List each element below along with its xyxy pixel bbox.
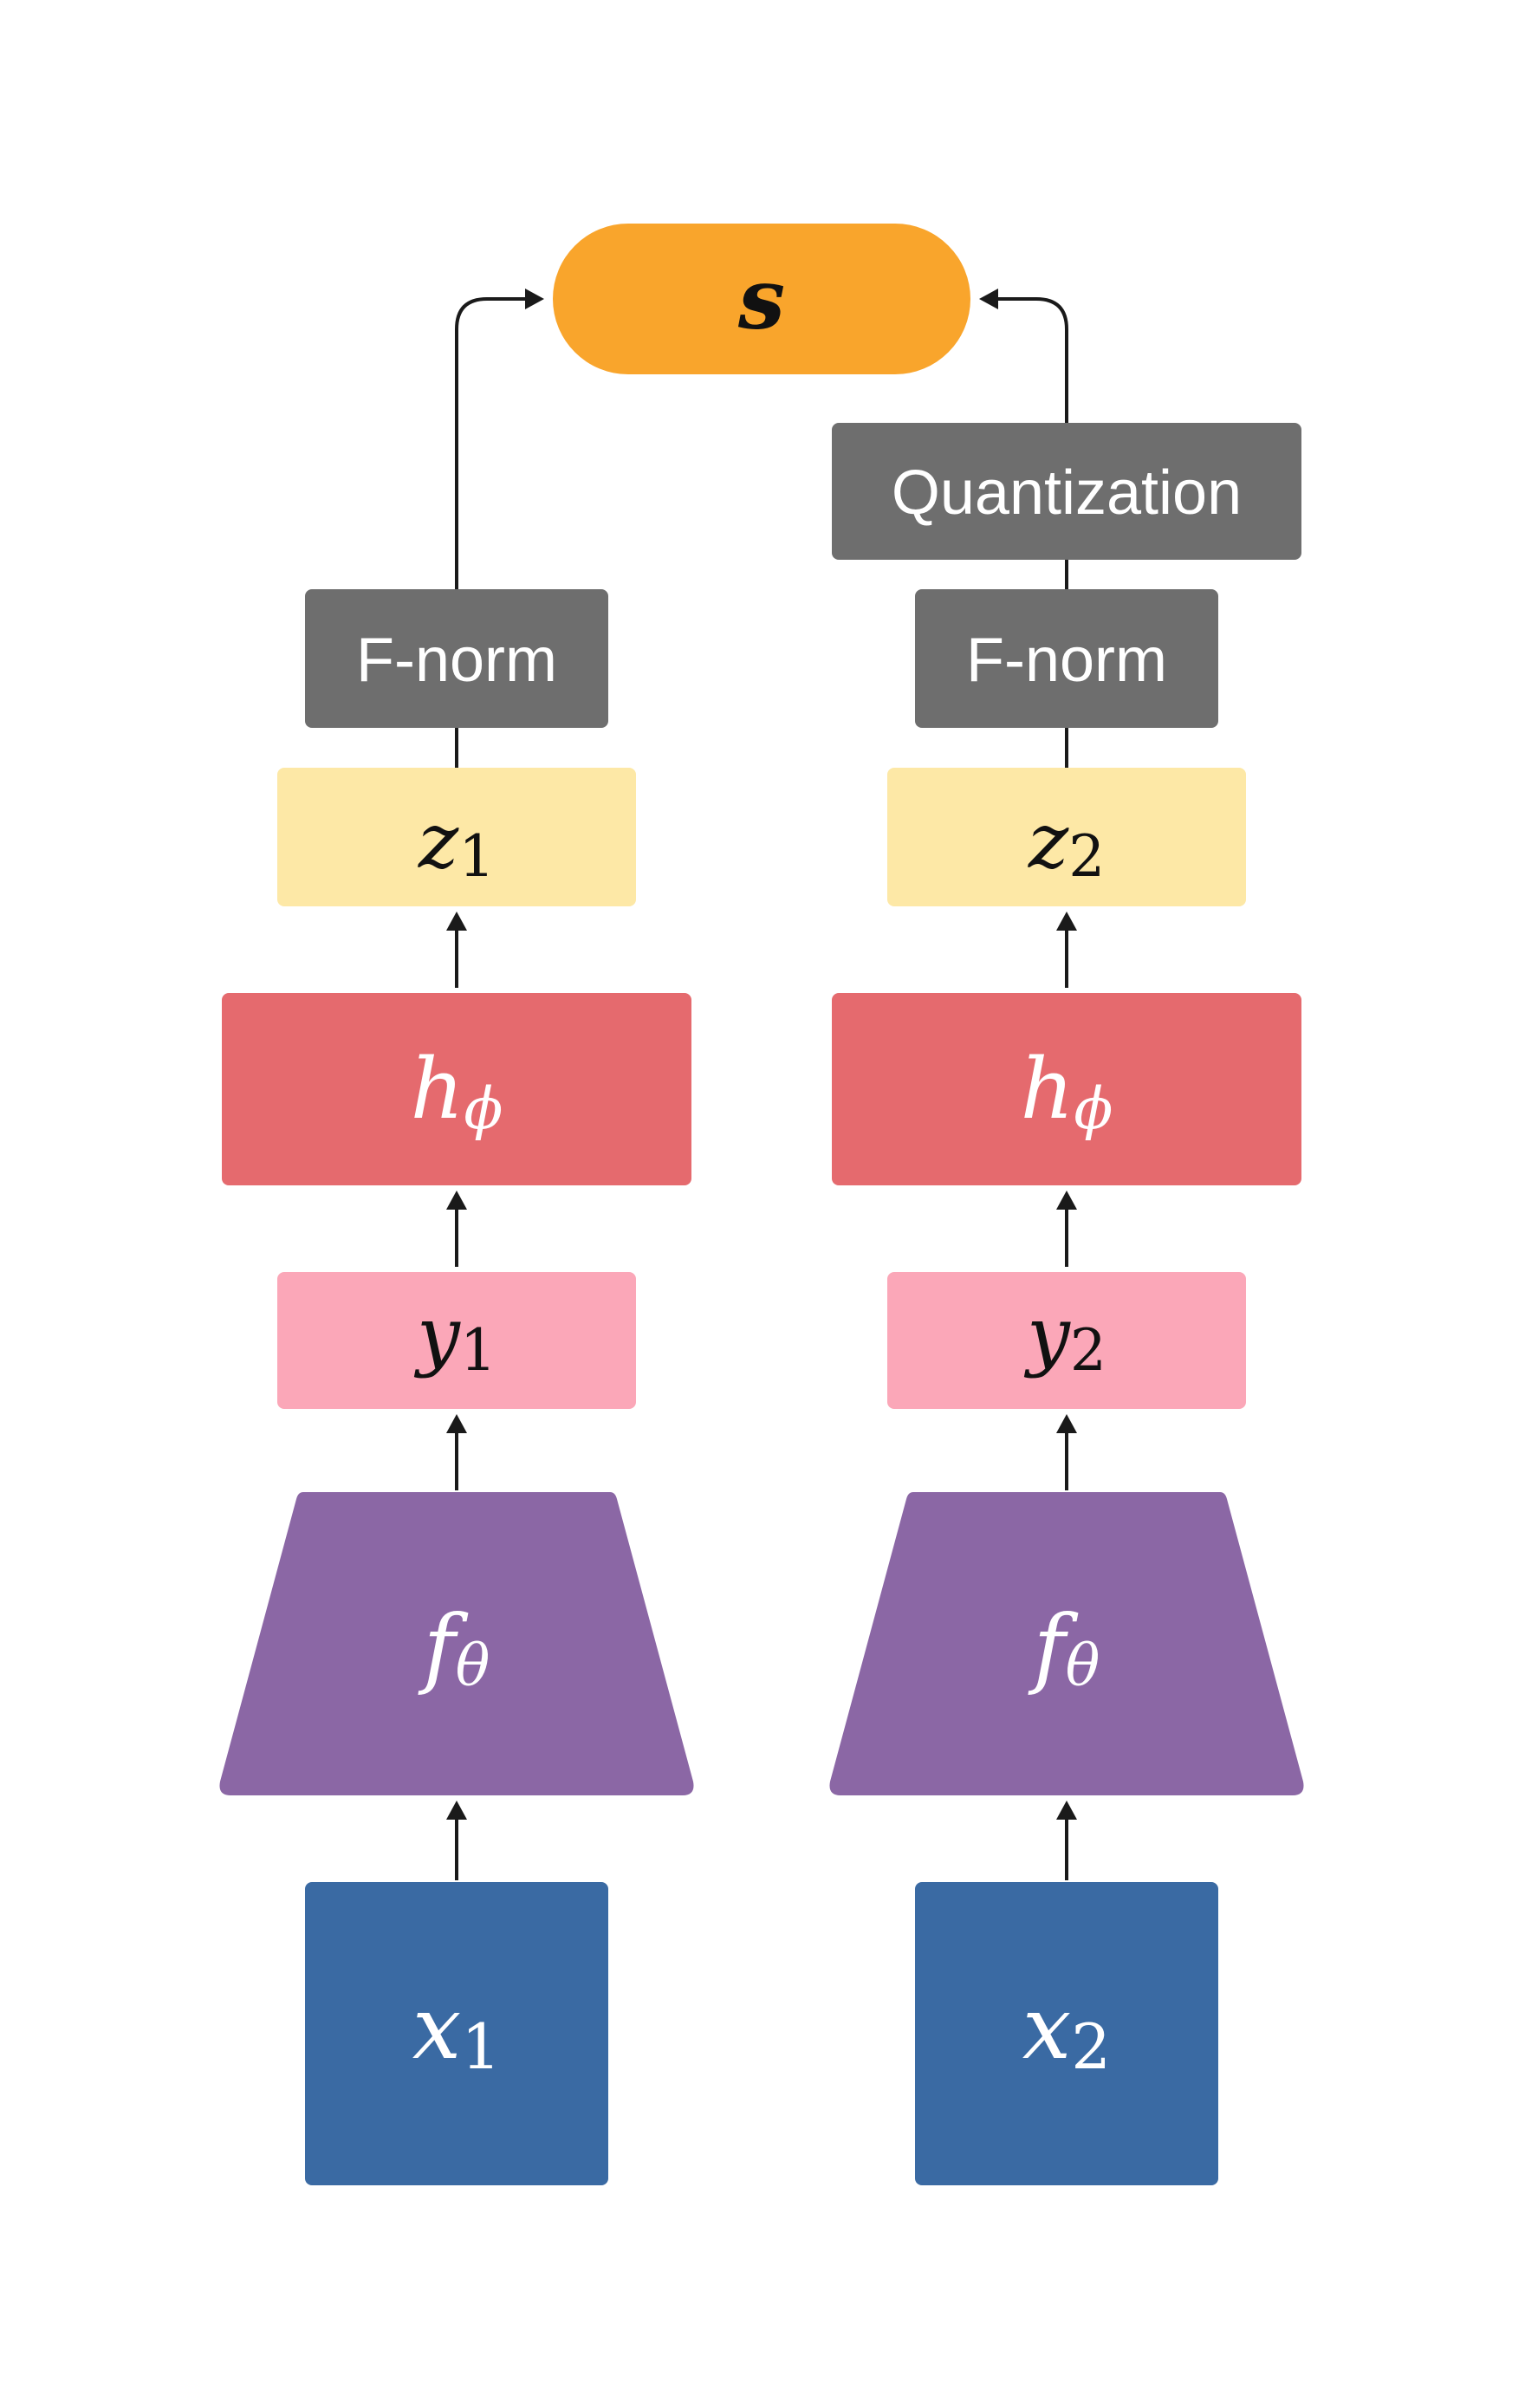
left-fnorm-label: F-norm: [356, 626, 557, 695]
output-node: s: [553, 224, 970, 374]
right-quantization-label: Quantization: [892, 458, 1242, 528]
arrow-left-to-output: [455, 297, 527, 589]
left-encoder-trapezoid: [219, 1492, 694, 1795]
right-fnorm-box: [915, 589, 1218, 728]
arrowhead: [1056, 912, 1077, 931]
right-input-label: x2: [1022, 1977, 1111, 2084]
right-feature-box: [887, 1272, 1246, 1409]
left-projector-label: hϕ: [411, 1041, 503, 1142]
left-input-label: x1: [412, 1977, 501, 2084]
output-pill: [553, 224, 970, 374]
connectors: [446, 289, 1077, 1880]
right-fnorm-label: F-norm: [966, 626, 1167, 695]
left-feature-label: y1: [413, 1290, 496, 1384]
arrowhead: [446, 912, 467, 931]
arrowhead: [1056, 1414, 1077, 1433]
right-input-box: [915, 1882, 1218, 2185]
left-projector-box: [222, 993, 691, 1185]
arrowhead: [446, 1414, 467, 1433]
right-embedding-box: [887, 768, 1246, 906]
right-feature-label: y2: [1023, 1290, 1106, 1384]
arrowhead: [979, 289, 998, 309]
output-symbol: s: [737, 250, 785, 348]
arrowhead: [1056, 1191, 1077, 1210]
left-embedding-label: z1: [418, 796, 495, 890]
left-embedding-box: [277, 768, 636, 906]
left-fnorm-box: [305, 589, 608, 728]
right-embedding-label: z2: [1028, 796, 1105, 890]
left-feature-box: [277, 1272, 636, 1409]
left-branch: F-norm z1 hϕ y1 fθ x1: [219, 589, 694, 2185]
right-branch: Quantization F-norm z2 hϕ y2 fθ x2: [829, 423, 1304, 2185]
arrowhead: [1056, 1801, 1077, 1820]
left-input-box: [305, 1882, 608, 2185]
right-projector-label: hϕ: [1021, 1041, 1113, 1142]
right-encoder-trapezoid: [829, 1492, 1304, 1795]
arrowhead: [525, 289, 544, 309]
right-quantization-box: [832, 423, 1301, 560]
left-encoder-label: fθ: [418, 1596, 490, 1699]
arrow-right-to-output: [996, 297, 1068, 423]
right-projector-box: [832, 993, 1301, 1185]
arrowhead: [446, 1801, 467, 1820]
arrowhead: [446, 1191, 467, 1210]
